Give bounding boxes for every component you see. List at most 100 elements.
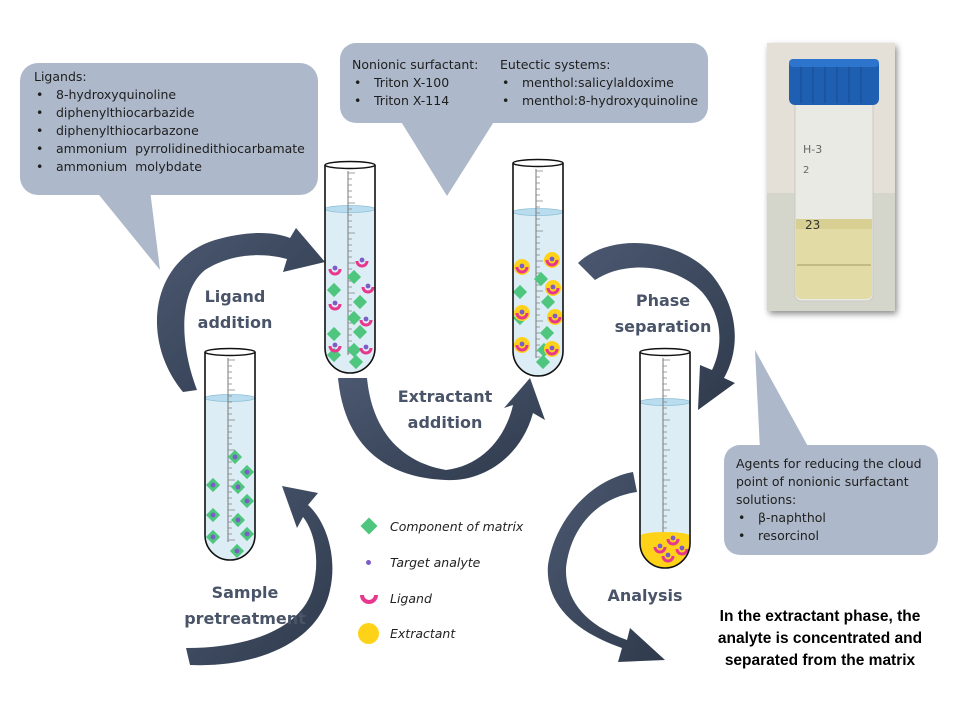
analyte-icon bbox=[235, 517, 241, 523]
step-sample-pretreatment: Sample pretreatment bbox=[175, 580, 315, 632]
cloud-point-item: resorcinol bbox=[736, 527, 936, 545]
matrix-component-icon bbox=[533, 271, 549, 287]
matrix-component-icon bbox=[346, 342, 362, 358]
step-label-line: separation bbox=[614, 317, 712, 336]
ligand-icon bbox=[359, 319, 373, 327]
legend-label: Component of matrix bbox=[390, 518, 524, 534]
ligand-item: ammonium molybdate bbox=[34, 158, 305, 176]
matrix-component-icon bbox=[326, 326, 342, 342]
ligand-icon bbox=[545, 259, 559, 267]
analyte-icon bbox=[332, 265, 338, 271]
tube-extractant bbox=[512, 158, 564, 377]
conclusion-line: analyte is concentrated and bbox=[717, 630, 923, 647]
vial-photo: H-3 2 23 bbox=[767, 43, 895, 311]
purple-dot-icon bbox=[358, 552, 380, 572]
matrix-component-icon bbox=[540, 294, 556, 310]
analyte-icon bbox=[210, 534, 216, 540]
analyte-icon bbox=[519, 309, 525, 315]
analyte-icon bbox=[679, 545, 685, 551]
step-analysis: Analysis bbox=[590, 583, 700, 609]
step-label-line: Analysis bbox=[607, 586, 683, 605]
ligand-icon bbox=[328, 268, 342, 276]
ligand-item: diphenylthiocarbazone bbox=[34, 122, 305, 140]
arrow-sample-pretreatment bbox=[186, 486, 333, 666]
analyte-icon bbox=[665, 552, 671, 558]
ligand-item: ammonium pyrrolidinedithiocarbamate bbox=[34, 140, 305, 158]
conclusion-line: separated from the matrix bbox=[724, 652, 916, 669]
cloud-point-title: Agents for reducing the cloud point of n… bbox=[736, 456, 922, 507]
cloud-point-item: β-naphthol bbox=[736, 509, 936, 527]
conclusion-text: In the extractant phase, the analyte is … bbox=[700, 606, 940, 672]
matrix-component-icon bbox=[535, 354, 551, 370]
ligand-icon bbox=[355, 260, 369, 268]
step-label-line: Ligand bbox=[204, 287, 266, 306]
analyte-icon bbox=[363, 344, 369, 350]
ligand-icon bbox=[328, 345, 342, 353]
green-diamond-icon bbox=[358, 516, 380, 536]
analyte-icon bbox=[235, 484, 241, 490]
svg-text:2: 2 bbox=[803, 165, 809, 176]
ligand-icon bbox=[661, 555, 675, 563]
analyte-icon bbox=[363, 316, 369, 322]
analyte-icon bbox=[365, 283, 371, 289]
ligand-icon bbox=[359, 347, 373, 355]
analyte-icon bbox=[549, 256, 555, 262]
ligand-icon bbox=[545, 348, 559, 356]
legend-label: Ligand bbox=[390, 590, 432, 606]
legend-label: Extractant bbox=[390, 625, 456, 641]
tube-ligand bbox=[324, 160, 376, 374]
matrix-component-icon bbox=[326, 282, 342, 298]
matrix-component-icon bbox=[346, 269, 362, 285]
analyte-icon bbox=[244, 531, 250, 537]
matrix-component-icon bbox=[352, 324, 368, 340]
surfactant-item: Triton X-114 bbox=[352, 92, 478, 110]
ligand-icon bbox=[515, 312, 529, 320]
ligand-icon bbox=[515, 266, 529, 274]
legend-item-matrix: Component of matrix bbox=[358, 516, 523, 536]
tube-separated bbox=[639, 347, 691, 569]
surfactant-title: Nonionic surfactant: bbox=[352, 57, 479, 72]
callout-ligands: Ligands: 8-hydroxyquinoline diphenylthio… bbox=[34, 68, 305, 176]
ligand-icon bbox=[653, 546, 667, 554]
analyte-icon bbox=[232, 454, 238, 460]
step-label-line: addition bbox=[407, 413, 483, 432]
analyte-icon bbox=[552, 313, 558, 319]
svg-text:H-3: H-3 bbox=[803, 143, 822, 156]
step-label-line: Sample bbox=[211, 583, 279, 602]
matrix-component-icon bbox=[539, 325, 555, 341]
matrix-component-icon bbox=[346, 310, 362, 326]
ligand-icon bbox=[666, 538, 680, 546]
step-ligand-addition: Ligand addition bbox=[180, 284, 290, 336]
step-phase-separation: Phase separation bbox=[608, 288, 718, 340]
legend-label: Target analyte bbox=[390, 554, 481, 570]
legend-item-ligand: Ligand bbox=[358, 588, 432, 608]
eutectic-title: Eutectic systems: bbox=[500, 57, 611, 72]
callout-surfactant: Nonionic surfactant: Triton X-100 Triton… bbox=[352, 56, 478, 110]
analyte-icon bbox=[234, 548, 240, 554]
step-label-line: Extractant bbox=[397, 387, 493, 406]
ligand-icon bbox=[546, 287, 560, 295]
eutectic-item: menthol:salicylaldoxime bbox=[500, 74, 698, 92]
analyte-icon bbox=[244, 498, 250, 504]
step-label-line: Phase bbox=[635, 291, 691, 310]
analyte-icon bbox=[359, 257, 365, 263]
legend-item-extractant: Extractant bbox=[358, 623, 456, 644]
matrix-component-icon bbox=[352, 294, 368, 310]
callout-cloud-point: Agents for reducing the cloud point of n… bbox=[736, 455, 936, 545]
eutectic-item: menthol:8-hydroxyquinoline bbox=[500, 92, 698, 110]
analyte-icon bbox=[550, 284, 556, 290]
ligand-icon bbox=[548, 316, 562, 324]
analyte-icon bbox=[210, 512, 216, 518]
ligand-item: 8-hydroxyquinoline bbox=[34, 86, 305, 104]
analyte-icon bbox=[332, 342, 338, 348]
ligand-icon bbox=[328, 303, 342, 311]
ligand-icon bbox=[361, 286, 375, 294]
surfactant-item: Triton X-100 bbox=[352, 74, 478, 92]
step-extractant-addition: Extractant addition bbox=[385, 384, 505, 436]
step-label-line: pretreatment bbox=[184, 609, 306, 628]
step-label-line: addition bbox=[197, 313, 273, 332]
conclusion-line: In the extractant phase, the bbox=[719, 608, 921, 625]
tube-sample bbox=[204, 347, 256, 561]
arrow-phase-separation bbox=[578, 243, 735, 410]
pink-arc-icon bbox=[358, 588, 380, 608]
